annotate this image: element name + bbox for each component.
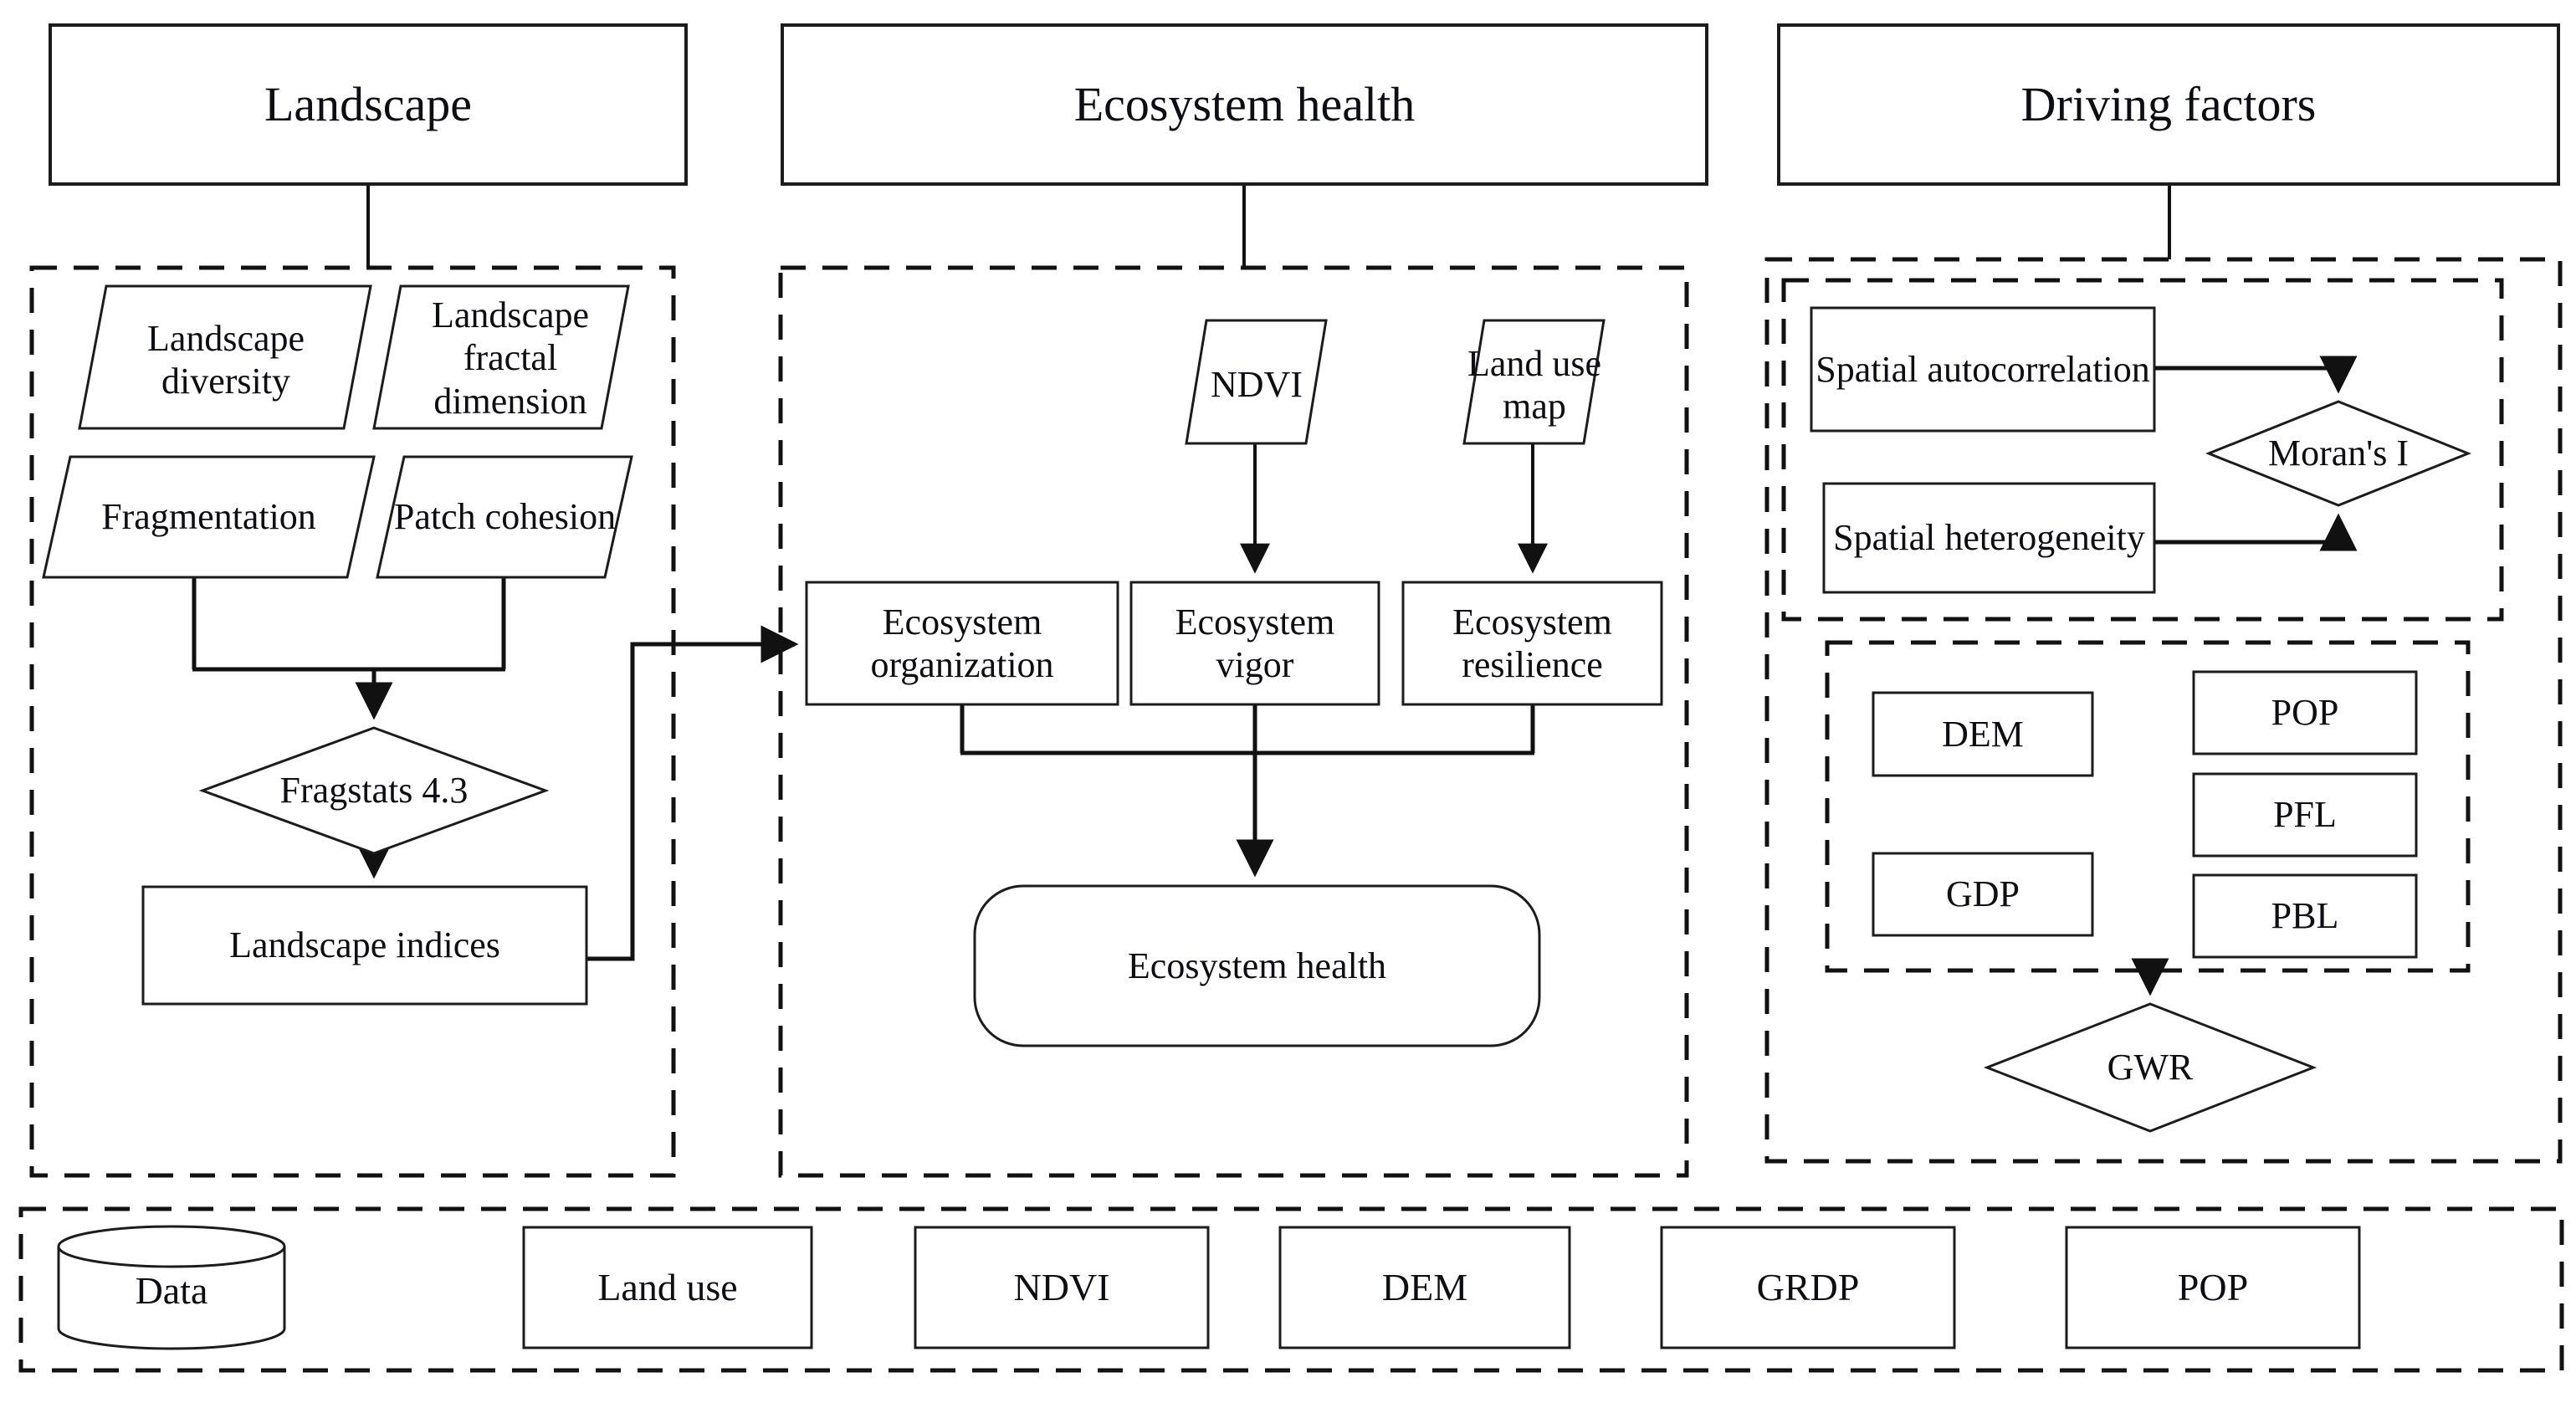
node-ndvi-input: [1185, 319, 1328, 445]
node-driving-header: [1777, 23, 2560, 186]
node-fragmentation: [42, 455, 376, 579]
node-spatial-heterogeneity: [1822, 482, 2156, 594]
node-data-cylinder: [57, 1225, 286, 1350]
node-pbl: [2192, 873, 2418, 959]
node-pop: [2192, 670, 2418, 755]
node-gwr-diamond: [1983, 1002, 2317, 1133]
node-morans-i-diamond: [2205, 400, 2472, 507]
node-spatial-autocorrelation: [1810, 306, 2156, 433]
node-landscape-fractal-dimension: [372, 284, 630, 430]
node-ecosystem-header: [781, 23, 1708, 186]
ecosystem-dashed-container: [778, 265, 1689, 1178]
node-landscape-header: [49, 23, 688, 186]
node-source-ndvi: [914, 1226, 1210, 1349]
spatial-analysis-dashed-container: [1781, 278, 2504, 622]
node-fragstats-diamond: [198, 726, 550, 855]
node-dem: [1872, 691, 2094, 777]
node-ecosystem-organization: [805, 581, 1119, 706]
arrow-heterogeneity-to-morans: [2154, 513, 2358, 551]
connector-landscape-merge: [192, 577, 506, 672]
node-ecosystem-health-result: [973, 884, 1541, 1047]
driving-factors-dashed-container: [1825, 640, 2471, 973]
node-source-grdp: [1660, 1226, 1956, 1349]
node-land-use-map-input: [1462, 319, 1606, 445]
arrow-indices-to-organization: [586, 625, 799, 961]
landscape-dashed-container: [29, 265, 676, 1178]
connector-ecosystem-merge: [960, 704, 1535, 755]
arrow-autocorrelation-to-morans: [2154, 356, 2358, 394]
node-gdp: [1872, 852, 2094, 937]
data-sources-dashed-container: [18, 1206, 2564, 1373]
node-ecosystem-resilience: [1401, 581, 1663, 706]
node-ecosystem-vigor: [1129, 581, 1380, 706]
node-source-land-use: [522, 1226, 813, 1349]
node-pfl: [2192, 772, 2418, 858]
driving-outer-dashed-container: [1764, 257, 2563, 1164]
node-landscape-indices: [141, 885, 588, 1006]
node-source-pop: [2065, 1226, 2361, 1349]
node-source-dem: [1278, 1226, 1571, 1349]
node-patch-cohesion: [376, 455, 633, 579]
node-landscape-diversity: [78, 284, 372, 430]
